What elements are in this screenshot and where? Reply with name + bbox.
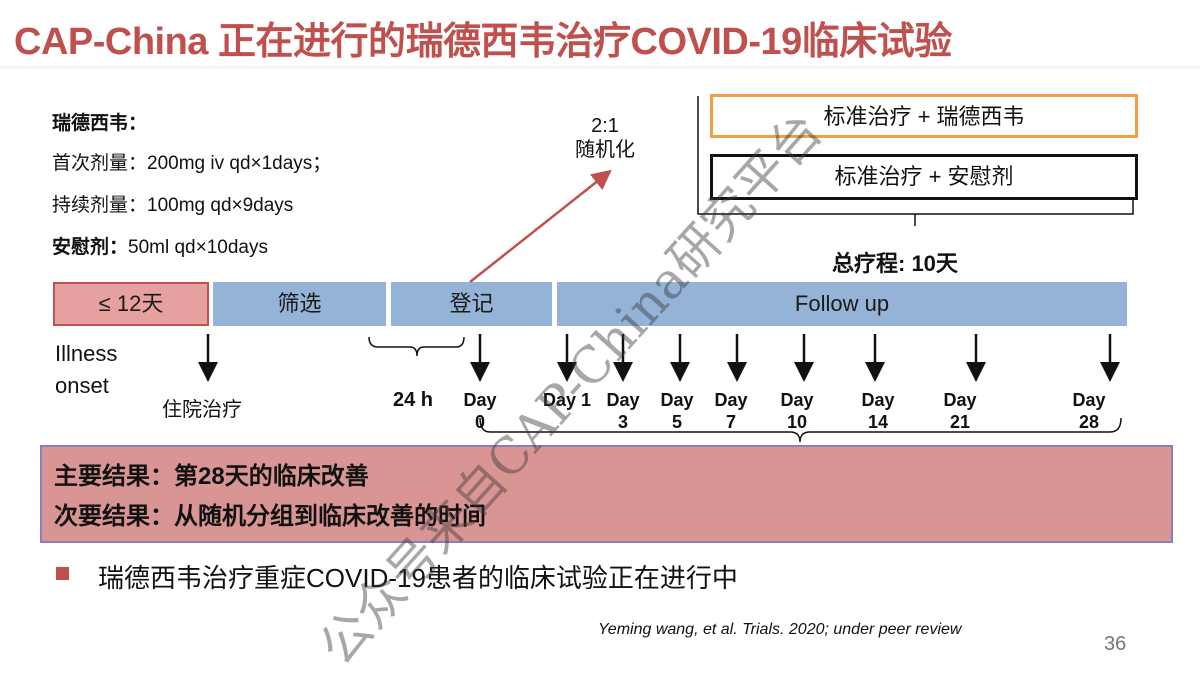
course-duration-label: 总疗程: 10天 (832, 251, 958, 276)
day-word: Day (1072, 390, 1106, 410)
enrollment-bar: 登记 (391, 282, 552, 326)
day-number: 21 (949, 412, 971, 432)
citation: Yeming wang, et al. Trials. 2020; under … (598, 621, 962, 638)
day-number: 0 (474, 412, 485, 432)
illness-duration-bar: ≤ 12天 (53, 282, 209, 326)
day-word: Day (780, 390, 814, 410)
day-word: Day (660, 390, 694, 410)
day-number: 3 (617, 412, 628, 432)
day-number: 14 (867, 412, 889, 432)
hospitalization-label: 住院治疗 (162, 399, 242, 421)
day-number: 10 (786, 412, 808, 432)
randomization-text: 随机化 (575, 139, 635, 161)
placebo-dose-line: 安慰剂：50ml qd×10days (52, 232, 268, 259)
followup-bracket (479, 417, 1122, 443)
onset-line-2: onset (55, 373, 109, 398)
screening-bar: 筛选 (213, 282, 386, 326)
secondary-outcome: 次要结果：从随机分组到临床改善的时间 (54, 503, 486, 530)
window-brace (368, 336, 465, 357)
day-number: 5 (671, 412, 682, 432)
day-word: Day (714, 390, 748, 410)
day-label-1: Day 1 (537, 389, 597, 411)
bullet-square-icon (56, 567, 69, 580)
day-number: 28 (1078, 412, 1100, 432)
control-arm-box: 标准治疗 + 安慰剂 (710, 154, 1138, 200)
primary-outcome: 主要结果：第28天的临床改善 (54, 463, 369, 490)
day-number: 7 (725, 412, 736, 432)
onset-line-1: Illness (55, 341, 118, 366)
day-word: Day (606, 390, 640, 410)
title-divider (0, 66, 1200, 70)
randomization-ratio: 2:1 (591, 115, 619, 137)
outcomes-box: 主要结果：第28天的临床改善 次要结果：从随机分组到临床改善的时间 (40, 445, 1173, 543)
maintenance-dose-text: 持续剂量：100mg qd×9days (52, 195, 294, 216)
first-dose-text: 首次剂量：200mg iv qd×1days； (52, 153, 332, 174)
slide-title: CAP-China 正在进行的瑞德西韦治疗COVID-19临床试验 (14, 21, 952, 63)
followup-bar: Follow up (557, 282, 1127, 326)
arm-bracket (697, 96, 1134, 226)
day-word: Day (463, 390, 497, 410)
day-word: Day (943, 390, 977, 410)
day-word: Day (861, 390, 895, 410)
day-word: Day 1 (542, 390, 592, 410)
illness-onset-label: Illness onset (55, 338, 117, 402)
timepoint-arrows (198, 334, 1120, 382)
page-number: 36 (1104, 633, 1127, 655)
randomization-label: 2:1 随机化 (560, 114, 650, 162)
window-label: 24 h (393, 389, 434, 411)
remdesivir-heading: 瑞德西韦： (52, 113, 148, 134)
bullet-text: 瑞德西韦治疗重症COVID-19患者的临床试验正在进行中 (98, 563, 738, 593)
randomization-arrow (469, 169, 612, 283)
treatment-arm-box: 标准治疗 + 瑞德西韦 (710, 94, 1138, 138)
placebo-label: 安慰剂： (52, 237, 129, 258)
placebo-dose-text: 50ml qd×10days (128, 237, 268, 258)
